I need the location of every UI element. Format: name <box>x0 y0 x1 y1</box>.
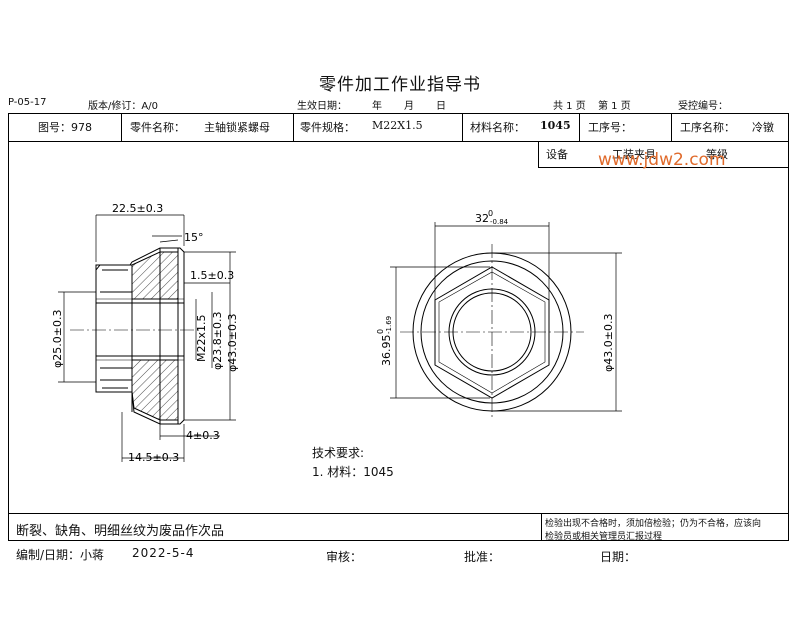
front-dimensions <box>390 222 622 412</box>
version: 版本/修订：A/0 <box>88 101 158 112</box>
dim-14-5: 14.5±0.3 <box>128 451 179 464</box>
col-sep <box>671 113 672 141</box>
col-sep <box>462 113 463 141</box>
material-label: 材料名称： <box>470 121 525 134</box>
col-sep <box>121 113 122 141</box>
date-label: 日期： <box>600 550 637 564</box>
approve-label: 批准： <box>464 550 501 564</box>
process-name: 冷镦 <box>752 121 774 134</box>
dim-15-deg: 15° <box>184 231 204 244</box>
doc-number: P-05-17 <box>8 97 47 108</box>
dim-22-5: 22.5±0.3 <box>112 202 163 215</box>
dim-phi25: φ25.0±0.3 <box>51 310 64 368</box>
col-sep <box>293 113 294 141</box>
side-view <box>70 247 200 425</box>
dim-36-95-lower: -1.69 <box>385 316 393 334</box>
document-title: 零件加工作业指导书 <box>319 75 481 95</box>
part-name: 主轴锁紧螺母 <box>204 121 270 134</box>
dim-phi43-right: φ43.0±0.3 <box>602 314 615 372</box>
equipment-label: 设备 <box>546 148 568 161</box>
material-name: 1045 <box>540 119 571 132</box>
process-number-label: 工序号： <box>588 121 632 134</box>
sub-sep <box>538 141 539 167</box>
front-view <box>400 244 584 420</box>
dim-phi23-8: φ23.8±0.3 <box>211 312 224 370</box>
year-label: 年 <box>372 101 382 112</box>
footer-sep <box>541 513 542 541</box>
dim-32-lower: -0.84 <box>490 218 509 226</box>
control-number-label: 受控编号： <box>678 101 728 112</box>
part-spec-label: 零件规格： <box>300 121 355 134</box>
prepared-date: 2022-5-4 <box>132 546 195 560</box>
effective-date-label: 生效日期： <box>297 101 347 112</box>
day-label: 日 <box>436 101 446 112</box>
dim-32-upper: 0 <box>488 209 493 218</box>
process-name-label: 工序名称： <box>680 121 735 134</box>
drawing-number: 图号：978 <box>38 121 92 134</box>
inspection-note-2: 检验员或相关管理员汇报过程 <box>545 532 663 542</box>
side-dimensions <box>58 214 236 462</box>
dimension-labels: 22.5±0.3 15° 1.5±0.3 φ25.0±0.3 M22x1.5 φ… <box>51 202 615 464</box>
dim-1-5: 1.5±0.3 <box>190 269 234 282</box>
dim-4: 4±0.3 <box>186 429 220 442</box>
month-label: 月 <box>404 101 414 112</box>
defect-note: 断裂、缺角、明细丝纹为废品作次品 <box>16 524 225 539</box>
grade-label: 等级 <box>706 148 728 161</box>
watermark: www.jdw2.com <box>598 150 726 170</box>
total-pages: 共 1 页 <box>553 101 586 112</box>
inspection-note-1: 检验出现不合格时，须加倍检验；仍为不合格，应该向 <box>545 519 762 529</box>
tooling-label: 工装夹具 <box>612 148 656 161</box>
part-spec: M22X1.5 <box>372 119 423 132</box>
footer-divider <box>8 513 789 514</box>
part-name-label: 零件名称： <box>130 121 185 134</box>
dim-32: 32 <box>475 212 489 225</box>
review-label: 审核： <box>326 550 363 564</box>
prepared-by: 编制/日期：小蒋 <box>16 548 105 562</box>
document-frame <box>8 113 789 541</box>
requirements-item: 1. 材料：1045 <box>312 465 394 479</box>
sub-row-divider <box>538 167 789 168</box>
header-row-divider <box>8 141 789 142</box>
dim-m22: M22x1.5 <box>195 315 208 363</box>
dim-phi43-left: φ43.0±0.3 <box>226 314 239 372</box>
dim-36-95: 36.95 <box>380 335 393 367</box>
dim-36-95-upper: 0 <box>376 329 385 334</box>
page-number: 第 1 页 <box>598 101 631 112</box>
col-sep <box>579 113 580 141</box>
requirements-title: 技术要求: <box>312 446 365 460</box>
